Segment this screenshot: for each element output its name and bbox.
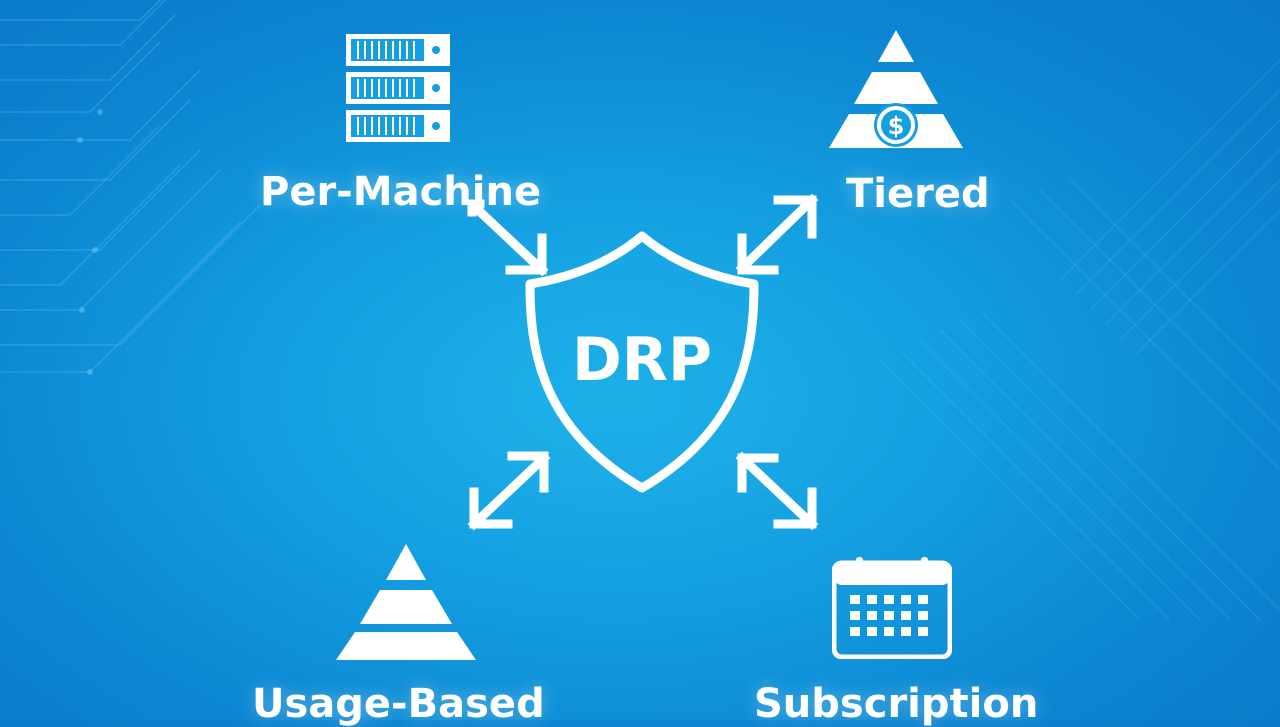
server-stack-icon (346, 34, 450, 142)
arrow-up-right-icon (735, 194, 819, 275)
svg-text:$: $ (888, 112, 905, 140)
pyramid-dollar-icon: $ (829, 30, 963, 148)
model-label-usage-based: Usage-Based (252, 681, 545, 727)
shield-icon (525, 231, 759, 493)
calendar-icon (832, 557, 952, 659)
model-label-per-machine: Per-Machine (260, 169, 542, 215)
pyramid-icon (336, 544, 476, 660)
arrow-down-right-icon (735, 451, 819, 531)
center-label-drp: DRP (572, 325, 712, 395)
model-label-subscription: Subscription (754, 681, 1039, 727)
arrow-down-right-icon (467, 199, 549, 277)
model-label-tiered: Tiered (846, 171, 990, 217)
arrow-down-left-icon (467, 451, 551, 531)
